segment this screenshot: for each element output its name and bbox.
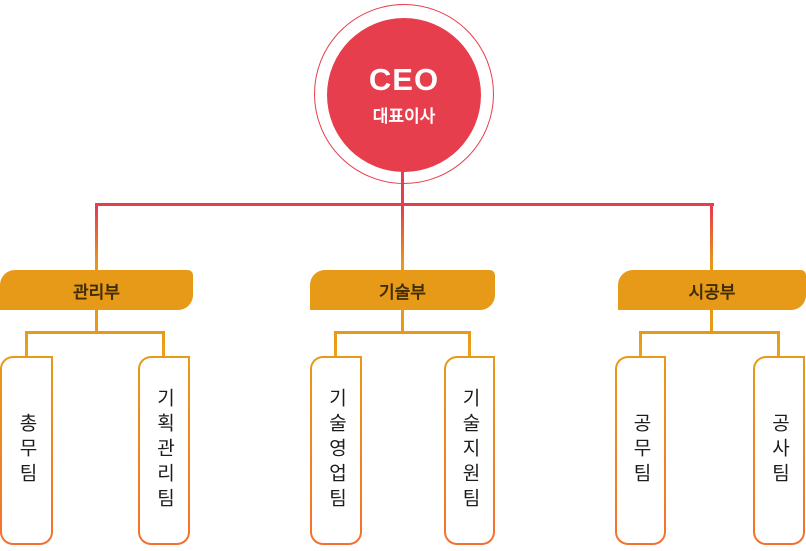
connector-stem-admin [95,310,98,334]
connector-main-rail [95,203,714,206]
dept-label: 기술부 [379,282,426,302]
ceo-subtitle: 대표이사 [372,106,436,126]
connector-stem-tech [401,310,404,334]
team-label: 공무팀 [630,413,651,488]
connector-ceo-stem [401,160,404,206]
connector-drop-tech-support [468,331,471,357]
ceo-node: CEO 대표이사 [327,18,481,172]
dept-node-tech: 기술부 [310,270,495,310]
team-node-works: 공사팀 [753,356,805,545]
connector-rail-tech [334,331,471,334]
connector-drop-tech [401,203,404,270]
team-label: 기술영업팀 [325,388,347,513]
connector-drop-tech-sales [334,331,337,357]
connector-drop-planning [162,331,165,357]
team-node-general-affairs: 총무팀 [0,356,53,545]
ceo-node-ring [314,4,494,184]
team-node-tech-support: 기술지원팀 [444,356,495,545]
connector-stem-construction [710,310,713,334]
connector-drop-engineering [639,331,642,357]
ceo-title: CEO [368,62,440,98]
team-label: 기획관리팀 [153,388,175,513]
team-label: 총무팀 [16,413,37,488]
dept-node-admin: 관리부 [0,270,193,310]
connector-drop-construction [710,203,713,270]
team-label: 공사팀 [768,413,790,488]
team-label: 기술지원팀 [459,388,480,513]
connector-rail-admin [25,331,165,334]
team-node-engineering: 공무팀 [615,356,666,545]
team-node-planning: 기획관리팀 [138,356,190,545]
team-node-tech-sales: 기술영업팀 [310,356,362,545]
dept-label: 시공부 [688,282,736,302]
dept-label: 관리부 [73,282,120,302]
connector-rail-construction [639,331,780,334]
connector-drop-general-affairs [25,331,28,357]
connector-drop-admin [95,203,98,270]
dept-node-construction: 시공부 [618,270,806,310]
connector-drop-works [777,331,780,357]
